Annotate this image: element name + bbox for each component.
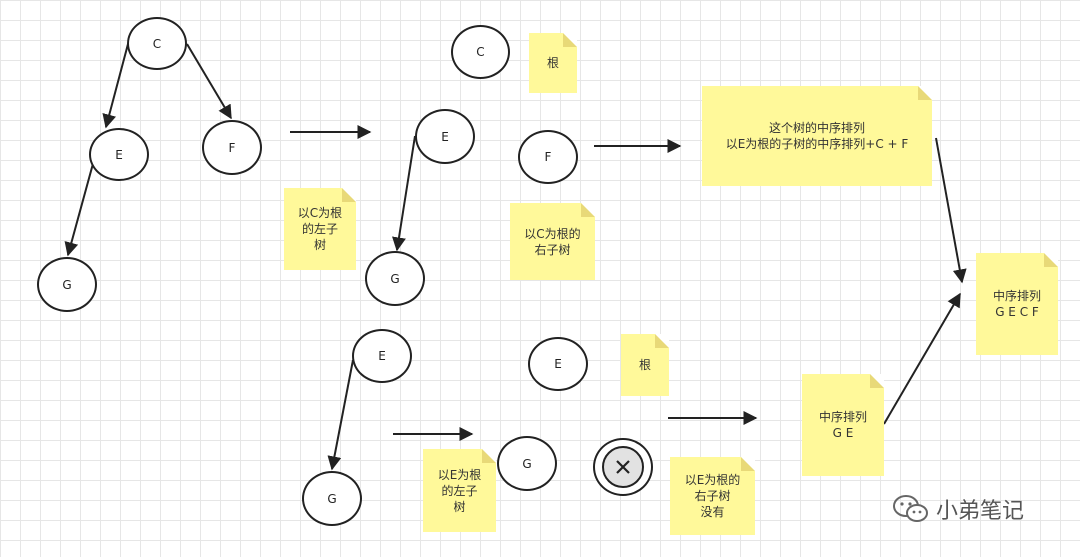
note-left-subtree-e: 以E为根 的左子 树 [423, 449, 496, 532]
edge-c-f [186, 43, 232, 120]
note-right-subtree-e: 以E为根的 右子树 没有 [670, 457, 755, 535]
tree-node-c: C [127, 17, 187, 70]
subtree-node-e: E [352, 329, 412, 383]
edge-e-g [64, 159, 95, 257]
note-inorder-tree: 这个树的中序排列 以E为根的子树的中序排列+C + F [702, 86, 932, 186]
left-subtree-node-g: G [365, 251, 425, 306]
left-subtree-node-g-2: G [497, 436, 557, 491]
right-subtree-node-f: F [518, 130, 578, 184]
subtree-node-g: G [302, 471, 362, 526]
tree-node-e: E [89, 128, 149, 181]
note-inorder-ge: 中序排列 G E [802, 374, 884, 476]
left-subtree-node-e: E [415, 109, 475, 164]
note-root-c: 根 [529, 33, 577, 93]
edge-c-e [102, 43, 129, 129]
note-root-e: 根 [621, 334, 669, 396]
note-inorder-result: 中序排列 G E C F [976, 253, 1058, 355]
wechat-icon [892, 494, 930, 524]
arrow-inorder-to-result [935, 137, 967, 284]
watermark-text: 小弟笔记 [936, 499, 1025, 524]
edge-e-g-2 [392, 135, 416, 252]
root-node-e: E [528, 337, 588, 391]
close-icon [602, 446, 644, 488]
note-right-subtree-c: 以C为根的 右子树 [510, 203, 595, 280]
tree-node-g: G [37, 257, 97, 312]
root-node-c: C [451, 25, 510, 79]
tree-node-f: F [202, 120, 262, 175]
arrow-ge-to-result [883, 292, 961, 425]
empty-right-subtree [593, 438, 653, 496]
watermark: 小弟笔记 [892, 493, 1024, 525]
note-left-subtree-c: 以C为根 的左子 树 [284, 188, 356, 270]
edge-e-g-3 [327, 359, 354, 471]
